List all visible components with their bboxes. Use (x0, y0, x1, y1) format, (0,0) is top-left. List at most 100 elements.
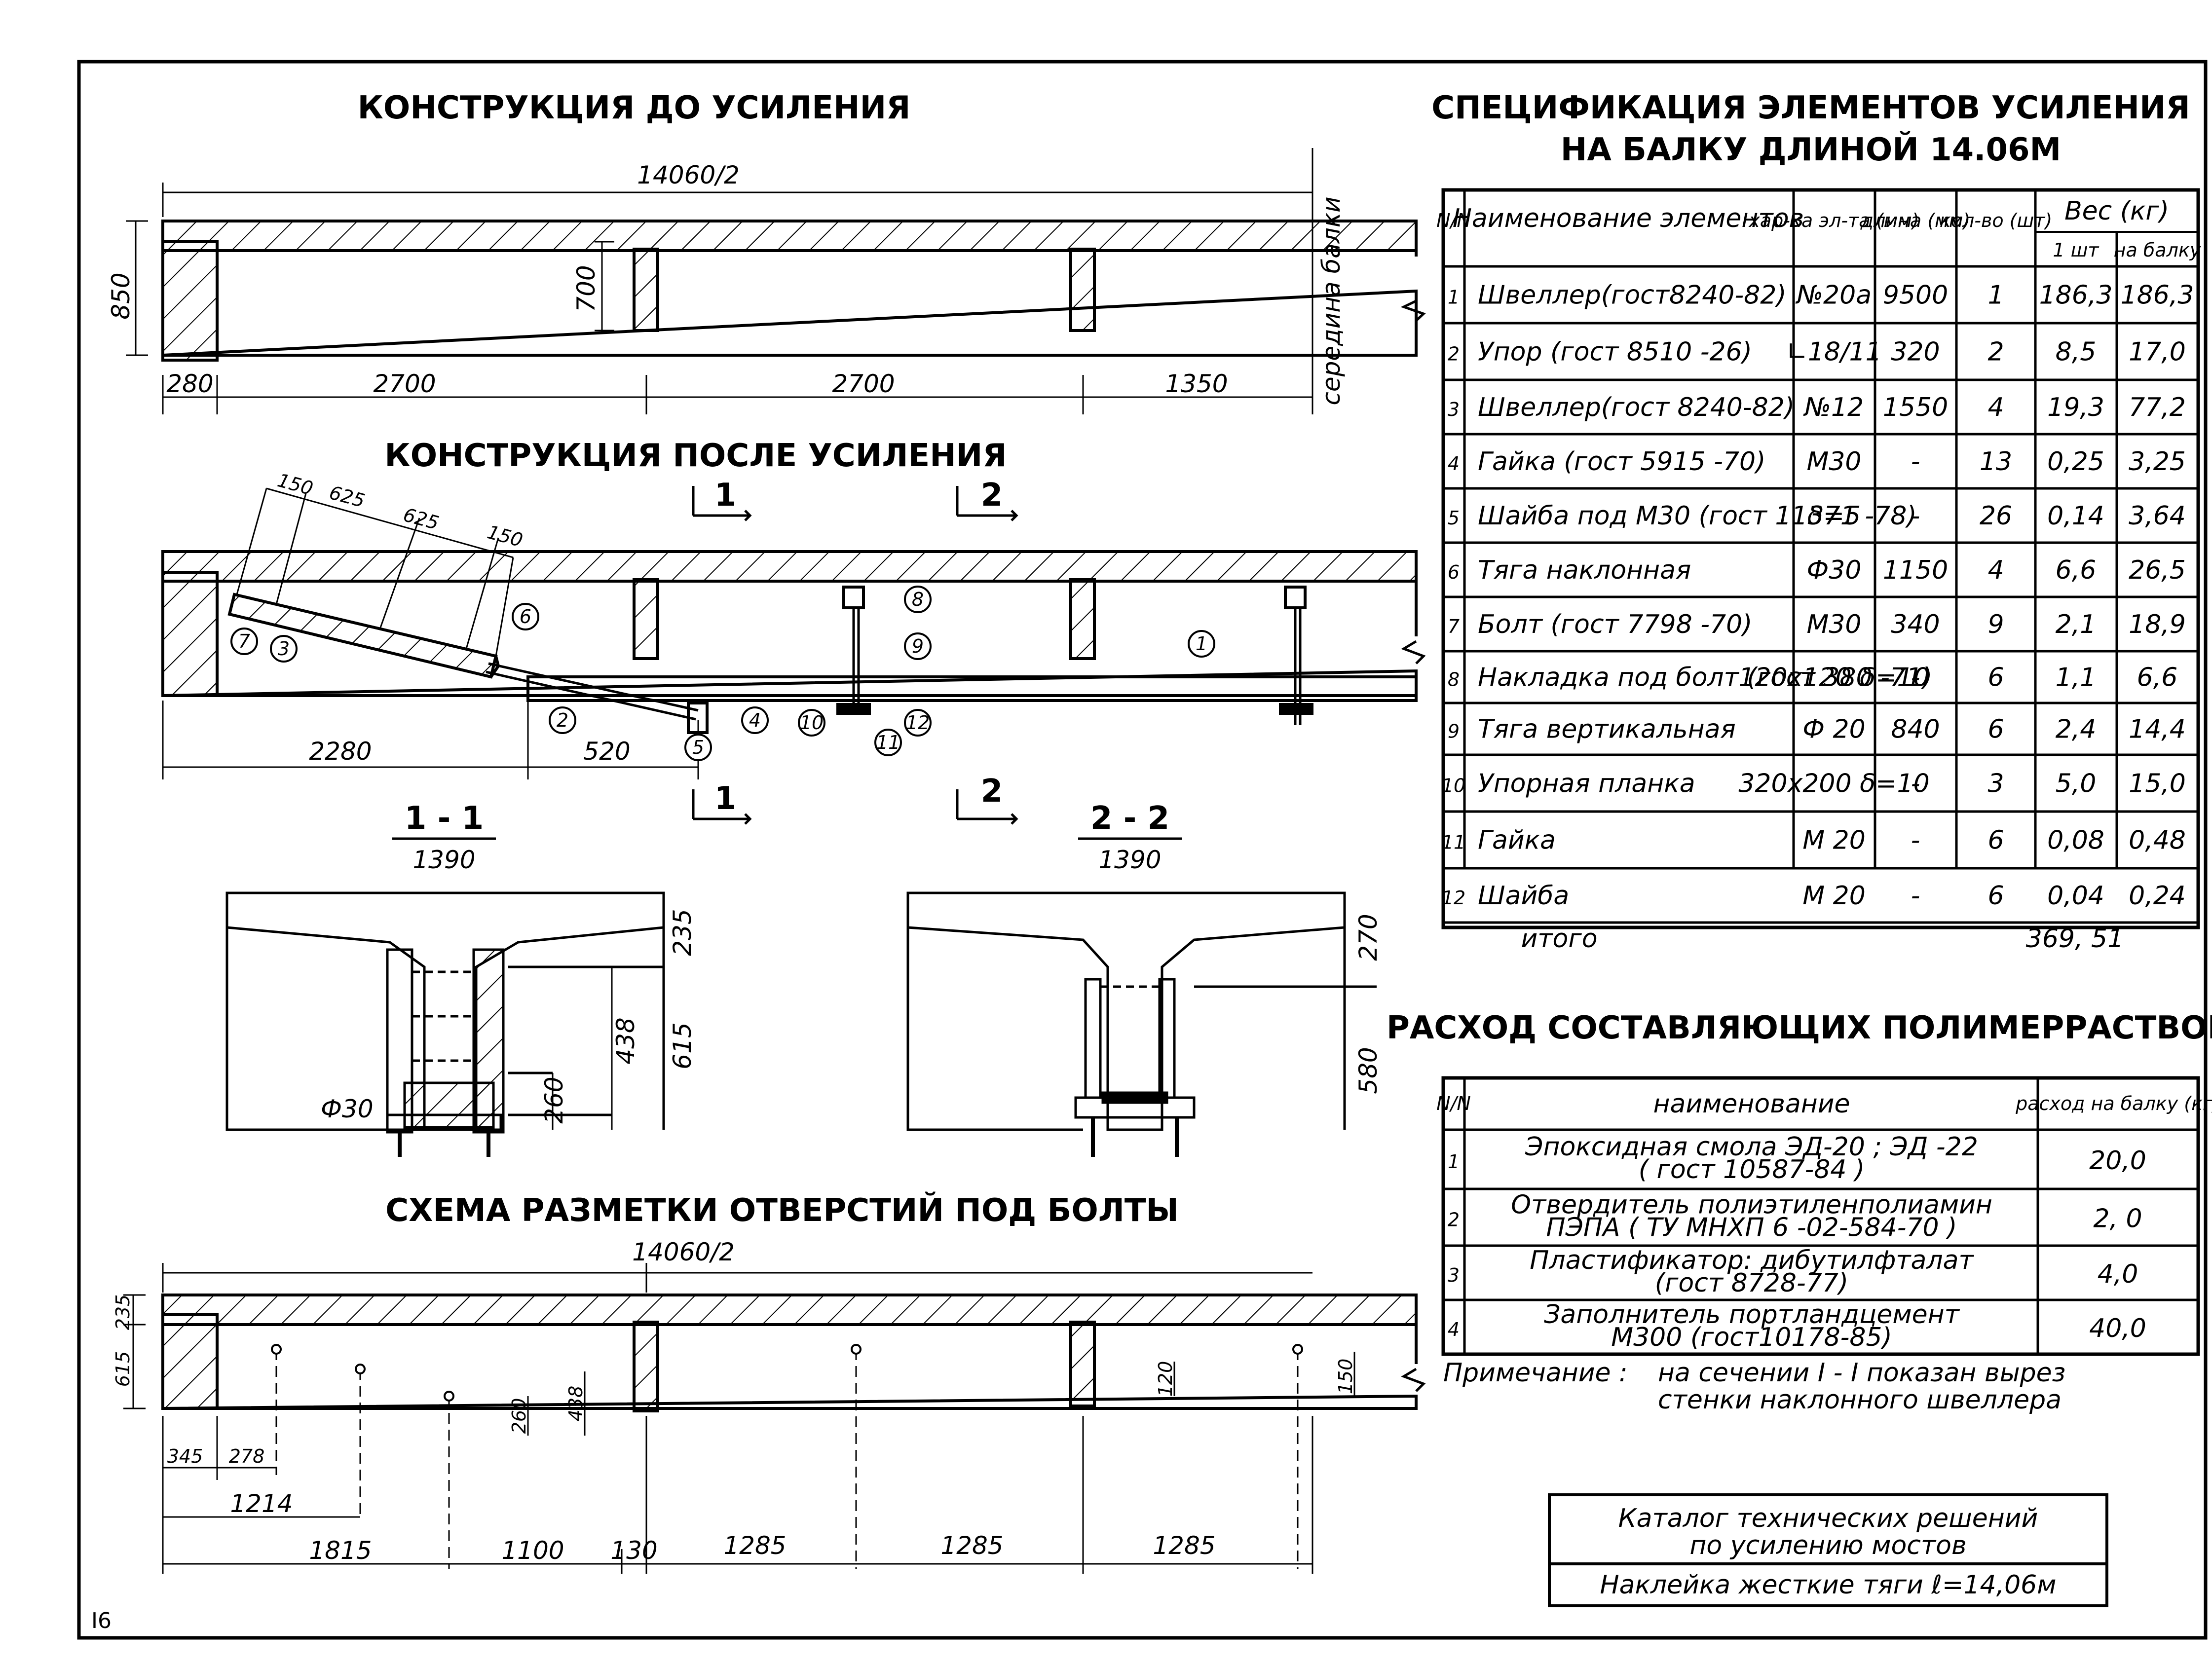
dims-before (126, 148, 1313, 414)
stamp-line1: Каталог технических решений (1618, 1504, 2038, 1533)
svg-text:11: 11 (876, 732, 900, 753)
polymer-header-name: наименование (1653, 1089, 1850, 1119)
spec-cell-char: М30 (1806, 447, 1861, 477)
svg-text:2: 2 (557, 709, 568, 731)
svg-text:N/N: N/N (1436, 210, 1471, 231)
section-1-1-dim-235: 235 (668, 909, 697, 956)
spec-table-grid (1441, 188, 2200, 929)
spec-cell-char: ∟18/11 (1786, 337, 1881, 367)
spec-cell-wt: 15,0 (2129, 769, 2186, 799)
spec-cell-len: - (1911, 447, 1920, 477)
spec-cell-wt: 0,24 (2129, 881, 2186, 911)
spec-cell-len: - (1911, 826, 1920, 855)
dim-520: 520 (583, 737, 630, 766)
holes-dim-1100: 1100 (501, 1536, 564, 1565)
spec-cell-char: М 20 (1802, 826, 1866, 855)
spec-cell-name: Шайба под М30 (гост 11371 -78) (1478, 501, 1917, 531)
beam-before (161, 220, 1426, 362)
spec-cell-qty: 13 (1980, 447, 2012, 477)
polymer-cell-line2: ( гост 10587-84 ) (1639, 1155, 1865, 1184)
svg-text:на балку: на балку (2114, 239, 2201, 261)
span-before: 14060/2 (637, 161, 740, 189)
holes-dims (123, 1263, 1355, 1574)
page-number: I6 (91, 1608, 112, 1633)
holes-dim-150: 150 (1335, 1359, 1356, 1395)
section-1-1-dim-438: 438 (611, 1017, 640, 1064)
spec-cell-qty: 4 (1987, 555, 2004, 585)
spec-cell-char: δ=5 (1807, 501, 1861, 531)
spec-cell-wt: 14,4 (2129, 715, 2186, 744)
holes-dim-1285-b: 1285 (940, 1531, 1003, 1560)
svg-text:длина (мм): длина (мм) (1860, 210, 1970, 231)
holes-dim-438: 438 (565, 1386, 587, 1422)
spec-cell-n: 6 (1448, 561, 1460, 583)
spec-cell-qty: 6 (1987, 826, 2004, 855)
polymer-table-grid (1441, 1076, 2200, 1356)
svg-text:12: 12 (906, 712, 930, 734)
holes-dim-278: 278 (229, 1445, 265, 1467)
spec-cell-w1: 0,08 (2047, 826, 2104, 855)
holes-dim-1815: 1815 (309, 1536, 372, 1565)
holes-dim-260: 260 (508, 1398, 530, 1434)
spec-cell-wt: 17,0 (2129, 337, 2186, 367)
spec-cell-name: Болт (гост 7798 -70) (1478, 610, 1752, 639)
spec-cell-len: - (1911, 501, 1920, 531)
polymer-cell-line1: Отвердитель полиэтиленполиамин (1511, 1190, 1992, 1220)
spec-cell-wt: 186,3 (2121, 281, 2194, 310)
polymer-cell-amount: 20,0 (2089, 1146, 2146, 1176)
spec-cell-qty: 6 (1987, 663, 2004, 693)
polymer-header-amount: расход на балку (кг) (2015, 1093, 2212, 1114)
polymer-cell-line2: (гост 8728-77) (1655, 1268, 1848, 1298)
svg-text:6: 6 (520, 606, 531, 628)
polymer-cell-amount: 40,0 (2089, 1314, 2146, 1343)
spec-cell-len: 1150 (1883, 555, 1948, 585)
section-2-2-label: 2 - 2 (1090, 800, 1169, 837)
spec-cell-w1: 0,04 (2047, 881, 2104, 911)
section-2-2-width: 1390 (1098, 846, 1161, 874)
spec-header: N/N Наименование элементов хар-ка эл-та … (1436, 196, 2201, 261)
spec-cell-name: Накладка под болт (гост 380 -71) (1478, 663, 1932, 693)
spec-cell-w1: 19,3 (2047, 393, 2104, 422)
spec-cell-len: 340 (1891, 610, 1940, 639)
stamp-line3: Наклейка жесткие тяги ℓ=14,06м (1600, 1570, 2056, 1600)
sheet-frame (77, 60, 2208, 1640)
span-holes: 14060/2 (632, 1238, 735, 1266)
title-block (1548, 1493, 2108, 1607)
spec-cell-n: 11 (1442, 832, 1465, 853)
polymer-cell-n: 1 (1448, 1151, 1460, 1173)
holes-dim-615: 615 (112, 1351, 134, 1387)
spec-cell-name: Гайка (1478, 826, 1556, 855)
beam-after (161, 550, 1426, 734)
dim-1350: 1350 (1165, 370, 1228, 398)
polymer-cell-line1: Эпоксидная смола ЭД-20 ; ЭД -22 (1525, 1132, 1978, 1162)
svg-text:8: 8 (912, 589, 924, 610)
polymer-cell-amount: 4,0 (2098, 1259, 2138, 1289)
polymer-cell-line1: Заполнитель портландцемент (1544, 1300, 1960, 1330)
section-mark-2-bottom: 2 (981, 773, 1003, 810)
spec-title-line2: НА БАЛКУ ДЛИНОЙ 14.06М (1561, 131, 2061, 168)
holes-dim-1214: 1214 (230, 1489, 293, 1518)
polymer-cell-n: 3 (1448, 1264, 1460, 1286)
section-1-1-rod: Ф30 (321, 1095, 374, 1123)
spec-cell-name: Упорная планка (1478, 769, 1695, 799)
spec-cell-w1: 2,4 (2056, 715, 2097, 744)
spec-cell-n: 1 (1448, 287, 1460, 308)
spec-cell-len: - (1911, 769, 1920, 799)
spec-cell-len: 840 (1891, 715, 1940, 744)
spec-cell-n: 5 (1448, 507, 1460, 529)
svg-text:4: 4 (749, 709, 761, 731)
stamp-line2: по усилению мостов (1689, 1531, 1966, 1560)
holes-dim-345: 345 (167, 1445, 203, 1467)
polymer-title: РАСХОД СОСТАВЛЯЮЩИХ ПОЛИМЕРРАСТВОРА (1387, 1010, 2212, 1046)
spec-cell-char: Ф30 (1807, 555, 1862, 585)
spec-cell-name: Тяга вертикальная (1478, 715, 1736, 744)
spec-cell-qty: 1 (1987, 281, 2004, 310)
dim-280: 280 (166, 370, 213, 398)
svg-text:5: 5 (692, 737, 704, 758)
spec-cell-n: 10 (1442, 775, 1465, 797)
section-mark-1-top: 1 (714, 477, 737, 514)
spec-cell-n: 2 (1448, 343, 1460, 365)
spec-cell-name: Швеллер(гост 8240-82) (1478, 393, 1795, 422)
